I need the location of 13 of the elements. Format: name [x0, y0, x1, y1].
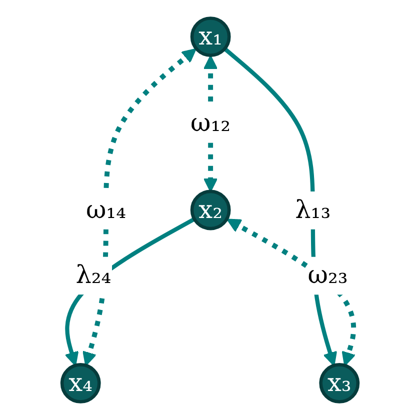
- node-circle: x₁: [190, 16, 231, 57]
- arrow: [82, 48, 196, 366]
- node-circle: x₂: [190, 190, 231, 230]
- arrow: [226, 218, 356, 366]
- node-circle: x₃: [319, 363, 360, 404]
- edge-label: ω₁₄: [86, 194, 126, 224]
- edge-label: λ₂₄: [76, 260, 112, 290]
- node-circle: x₄: [60, 363, 101, 404]
- edge-label: ω₁₂: [190, 108, 231, 138]
- arrow: [223, 47, 338, 366]
- edge-label: ω₂₃: [308, 260, 348, 290]
- edge-label: λ₁₃: [295, 194, 331, 224]
- arrow: [64, 217, 196, 366]
